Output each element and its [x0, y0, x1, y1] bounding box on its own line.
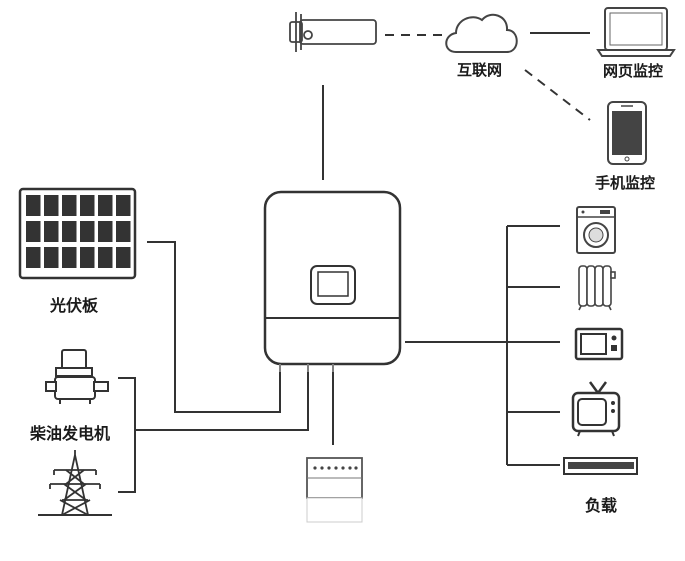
solar-cell: [44, 247, 59, 268]
cloud-icon: [445, 13, 518, 53]
solar-cell: [80, 247, 95, 268]
battery-icon: [306, 457, 363, 523]
solar-cell: [98, 195, 113, 216]
solar-cell: [116, 221, 131, 242]
load-label: 负载: [585, 496, 618, 515]
solar-panel-label: 光伏板: [50, 296, 99, 315]
solar-cell: [62, 221, 77, 242]
solar-cell: [44, 195, 59, 216]
wifi-dongle-icon: [289, 12, 377, 52]
solar-cell: [98, 247, 113, 268]
tv-icon: [571, 381, 621, 437]
inverter-icon: [263, 190, 402, 372]
solar-cell: [98, 221, 113, 242]
connections: [118, 32, 591, 493]
phone-icon: [607, 101, 647, 165]
link-solar-inverter: [147, 241, 281, 413]
solar-cell: [116, 195, 131, 216]
amplifier-icon: [563, 457, 638, 475]
laptop-icon: [596, 7, 676, 57]
diesel-generator-icon: [45, 349, 109, 404]
solar-cell: [26, 247, 41, 268]
power-tower-icon: [38, 450, 112, 516]
washing-machine-icon: [576, 206, 616, 254]
solar-cell: [116, 247, 131, 268]
solar-cell: [80, 221, 95, 242]
microwave-icon: [574, 327, 624, 361]
link-internet-phone: [524, 69, 591, 121]
solar-cell: [26, 221, 41, 242]
solar-panel-icon: [18, 187, 137, 280]
phone-monitor-label: 手机监控: [595, 174, 656, 192]
solar-cell: [44, 221, 59, 242]
diesel-generator-label: 柴油发电机: [30, 424, 111, 443]
web-monitor-label: 网页监控: [603, 62, 664, 80]
solar-cell: [62, 195, 77, 216]
solar-cell: [26, 195, 41, 216]
solar-cell: [62, 247, 77, 268]
internet-label: 互联网: [457, 61, 503, 79]
link-generator-grid-bracket: [118, 377, 136, 493]
heater-icon: [578, 265, 616, 311]
solar-cell: [80, 195, 95, 216]
link-generator-inverter: [135, 365, 309, 431]
